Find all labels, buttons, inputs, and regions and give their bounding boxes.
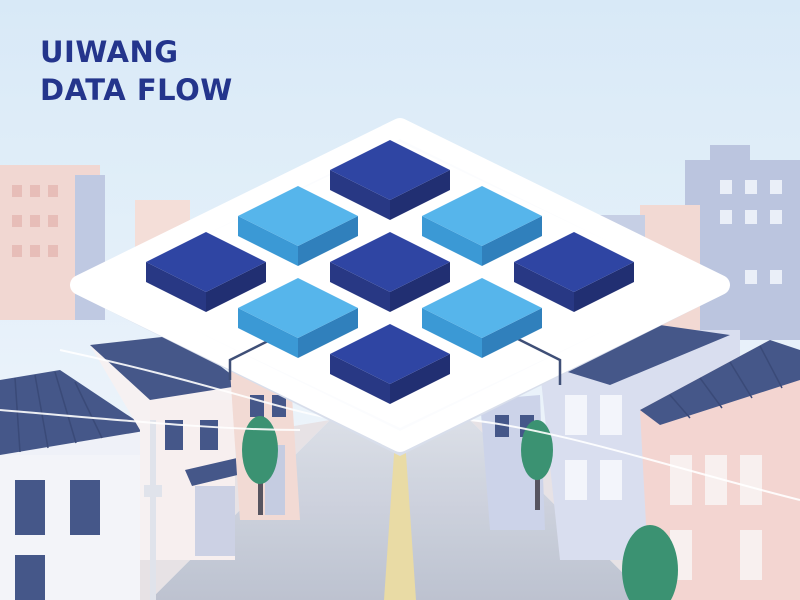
buildings-right [480, 325, 800, 600]
title-line-2: DATA FLOW [40, 73, 233, 107]
street-lamp-icon [144, 420, 162, 600]
buildings-left [0, 335, 300, 600]
roof-right-front [640, 340, 800, 425]
roof-left-middle [90, 335, 245, 400]
page-title: UIWANG DATA FLOW [40, 33, 233, 109]
tree-icon [242, 416, 278, 515]
tile-light-0-1 [422, 186, 542, 266]
skyline-left [0, 165, 190, 320]
tile-grid [146, 140, 634, 404]
tile-dark-0-2 [514, 232, 634, 312]
tile-dark-1-1 [330, 232, 450, 312]
tree-icon [622, 525, 678, 600]
tile-dark-0-0 [330, 140, 450, 220]
tile-dark-2-2 [330, 324, 450, 404]
title-line-1: UIWANG [40, 35, 179, 69]
tile-light-2-1 [238, 278, 358, 358]
tile-light-1-0 [238, 186, 358, 266]
connector-lines [228, 333, 562, 385]
tile-light-1-2 [422, 278, 542, 358]
cable-icon [0, 349, 800, 501]
tile-dark-2-0 [146, 232, 266, 312]
roof-right-middle [545, 325, 730, 385]
tree-icon [521, 420, 553, 510]
road-center-line [384, 425, 416, 600]
